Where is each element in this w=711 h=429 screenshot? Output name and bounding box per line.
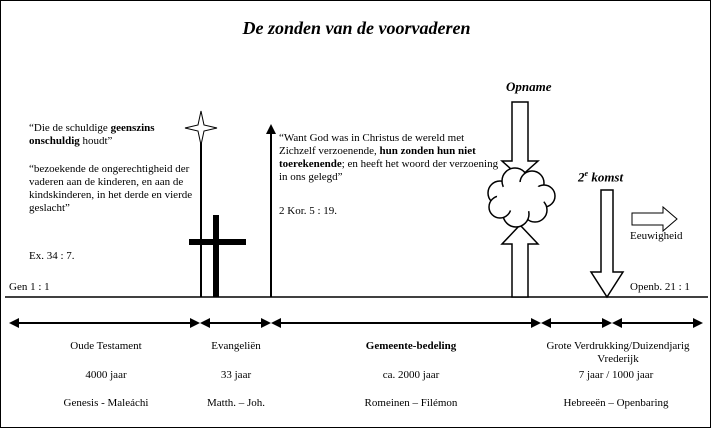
second-coming-number: 2 [578, 169, 585, 185]
quote-1: “Die de schuldige geenszins onschuldig h… [29, 122, 199, 148]
quote-3-text: “Want God was in Christus de wereld met … [279, 132, 465, 157]
rapture-arrow-down-icon [500, 101, 540, 179]
second-coming-label: 2e komst [578, 167, 623, 183]
reference-exodus: Ex. 34 : 7. [29, 250, 75, 262]
rapture-label: Opname [506, 79, 552, 94]
quote-3: “Want God was in Christus de wereld met … [279, 132, 501, 184]
second-coming-word: komst [588, 169, 624, 185]
eternity-label: Eeuwigheid [630, 230, 683, 242]
quote-3-end: ; en heeft het woord der verzoening in o… [279, 158, 499, 183]
second-coming-arrow-icon [589, 189, 625, 299]
quote-1-bold-2: onschuldig [29, 135, 80, 147]
quote-1-bold-1: geenszins [110, 122, 155, 134]
period-end-books: Hebreeën – Openbaring [563, 397, 669, 409]
star-icon [184, 110, 218, 146]
quote-1-text: “Die de schuldige [29, 122, 111, 134]
page-title: De zonden van de voorvaderen [242, 18, 471, 38]
quote-1-end: houdt” [79, 135, 113, 147]
period-church-duration: ca. 2000 jaar [382, 369, 440, 381]
period-gospels-duration: 33 jaar [220, 369, 252, 381]
quote-2: “bezoekende de ongerechtigheid der vader… [29, 163, 193, 214]
period-church-books: Romeinen – Filémon [364, 397, 458, 409]
end-reference: Openb. 21 : 1 [630, 281, 690, 293]
period-ot-duration: 4000 jaar [85, 369, 127, 381]
period-ot-name: Oude Testament [70, 340, 142, 352]
period-end-name: Grote Verdrukking/Duizendjarig Vrederijk [546, 340, 690, 365]
period-ot-books: Genesis - Maleáchi [63, 397, 149, 409]
reference-corinthians: 2 Kor. 5 : 19. [279, 205, 338, 217]
period-gospels-books: Matth. – Joh. [206, 397, 266, 409]
period-church-name: Gemeente-bedeling [365, 340, 457, 352]
period-gospels-name: Evangeliën [211, 340, 261, 352]
quote-3-bold: hun zonden hun niet toerekenende [279, 145, 476, 170]
start-reference: Gen 1 : 1 [9, 281, 50, 293]
cross-icon [189, 215, 246, 297]
rapture-arrow-up-icon [500, 223, 540, 298]
period-end-duration: 7 jaar / 1000 jaar [578, 369, 654, 381]
eternity-arrow-icon [631, 205, 678, 233]
second-coming-superscript: e [584, 169, 589, 178]
